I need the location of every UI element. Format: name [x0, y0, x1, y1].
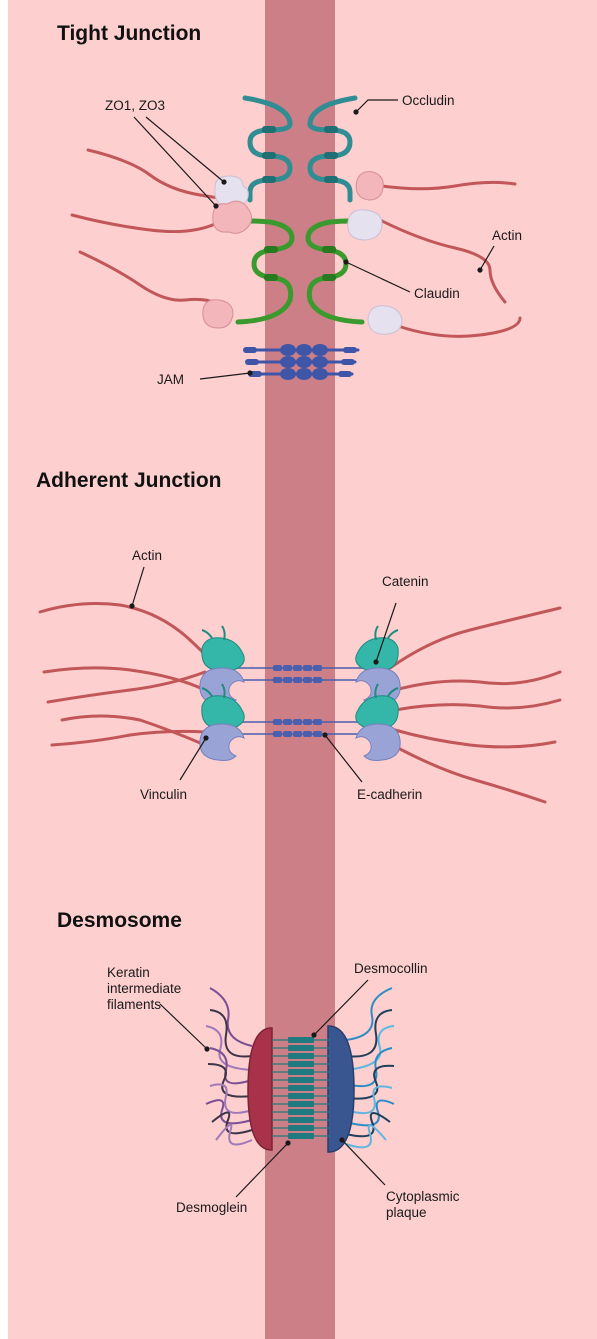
- occludin-label: Occludin: [402, 93, 455, 108]
- zo-pink-blob: [356, 172, 383, 200]
- catenin-label: Catenin: [382, 574, 429, 589]
- zo-lavender-blob: [348, 210, 382, 240]
- vinculin-label: Vinculin: [140, 787, 187, 802]
- keratin-label-line2: intermediate: [107, 981, 181, 996]
- jam-label: JAM: [157, 372, 184, 387]
- tight-junction-title: Tight Junction: [57, 22, 201, 45]
- zo-pink-blob: [213, 201, 252, 233]
- desmocollin-label: Desmocollin: [354, 961, 428, 976]
- desmosome-title: Desmosome: [57, 909, 182, 932]
- adherent-junction-title: Adherent Junction: [36, 469, 222, 492]
- keratin-label-line1: Keratin: [107, 965, 150, 980]
- cytoplasmic-plaque-label-line1: Cytoplasmic: [386, 1189, 460, 1204]
- keratin-label-line3: filaments: [107, 997, 161, 1012]
- zo1-zo3-label: ZO1, ZO3: [105, 98, 165, 113]
- desmoglein-label: Desmoglein: [176, 1200, 247, 1215]
- claudin-label: Claudin: [414, 286, 460, 301]
- tight-actin-label: Actin: [492, 228, 522, 243]
- zo-pink-blob: [203, 300, 233, 328]
- cytoplasmic-plaque-label-line2: plaque: [386, 1205, 427, 1220]
- zo-lavender-blob: [368, 306, 402, 334]
- ecadherin-label: E-cadherin: [357, 787, 422, 802]
- adherent-actin-label: Actin: [132, 548, 162, 563]
- jam-proteins: [243, 344, 358, 380]
